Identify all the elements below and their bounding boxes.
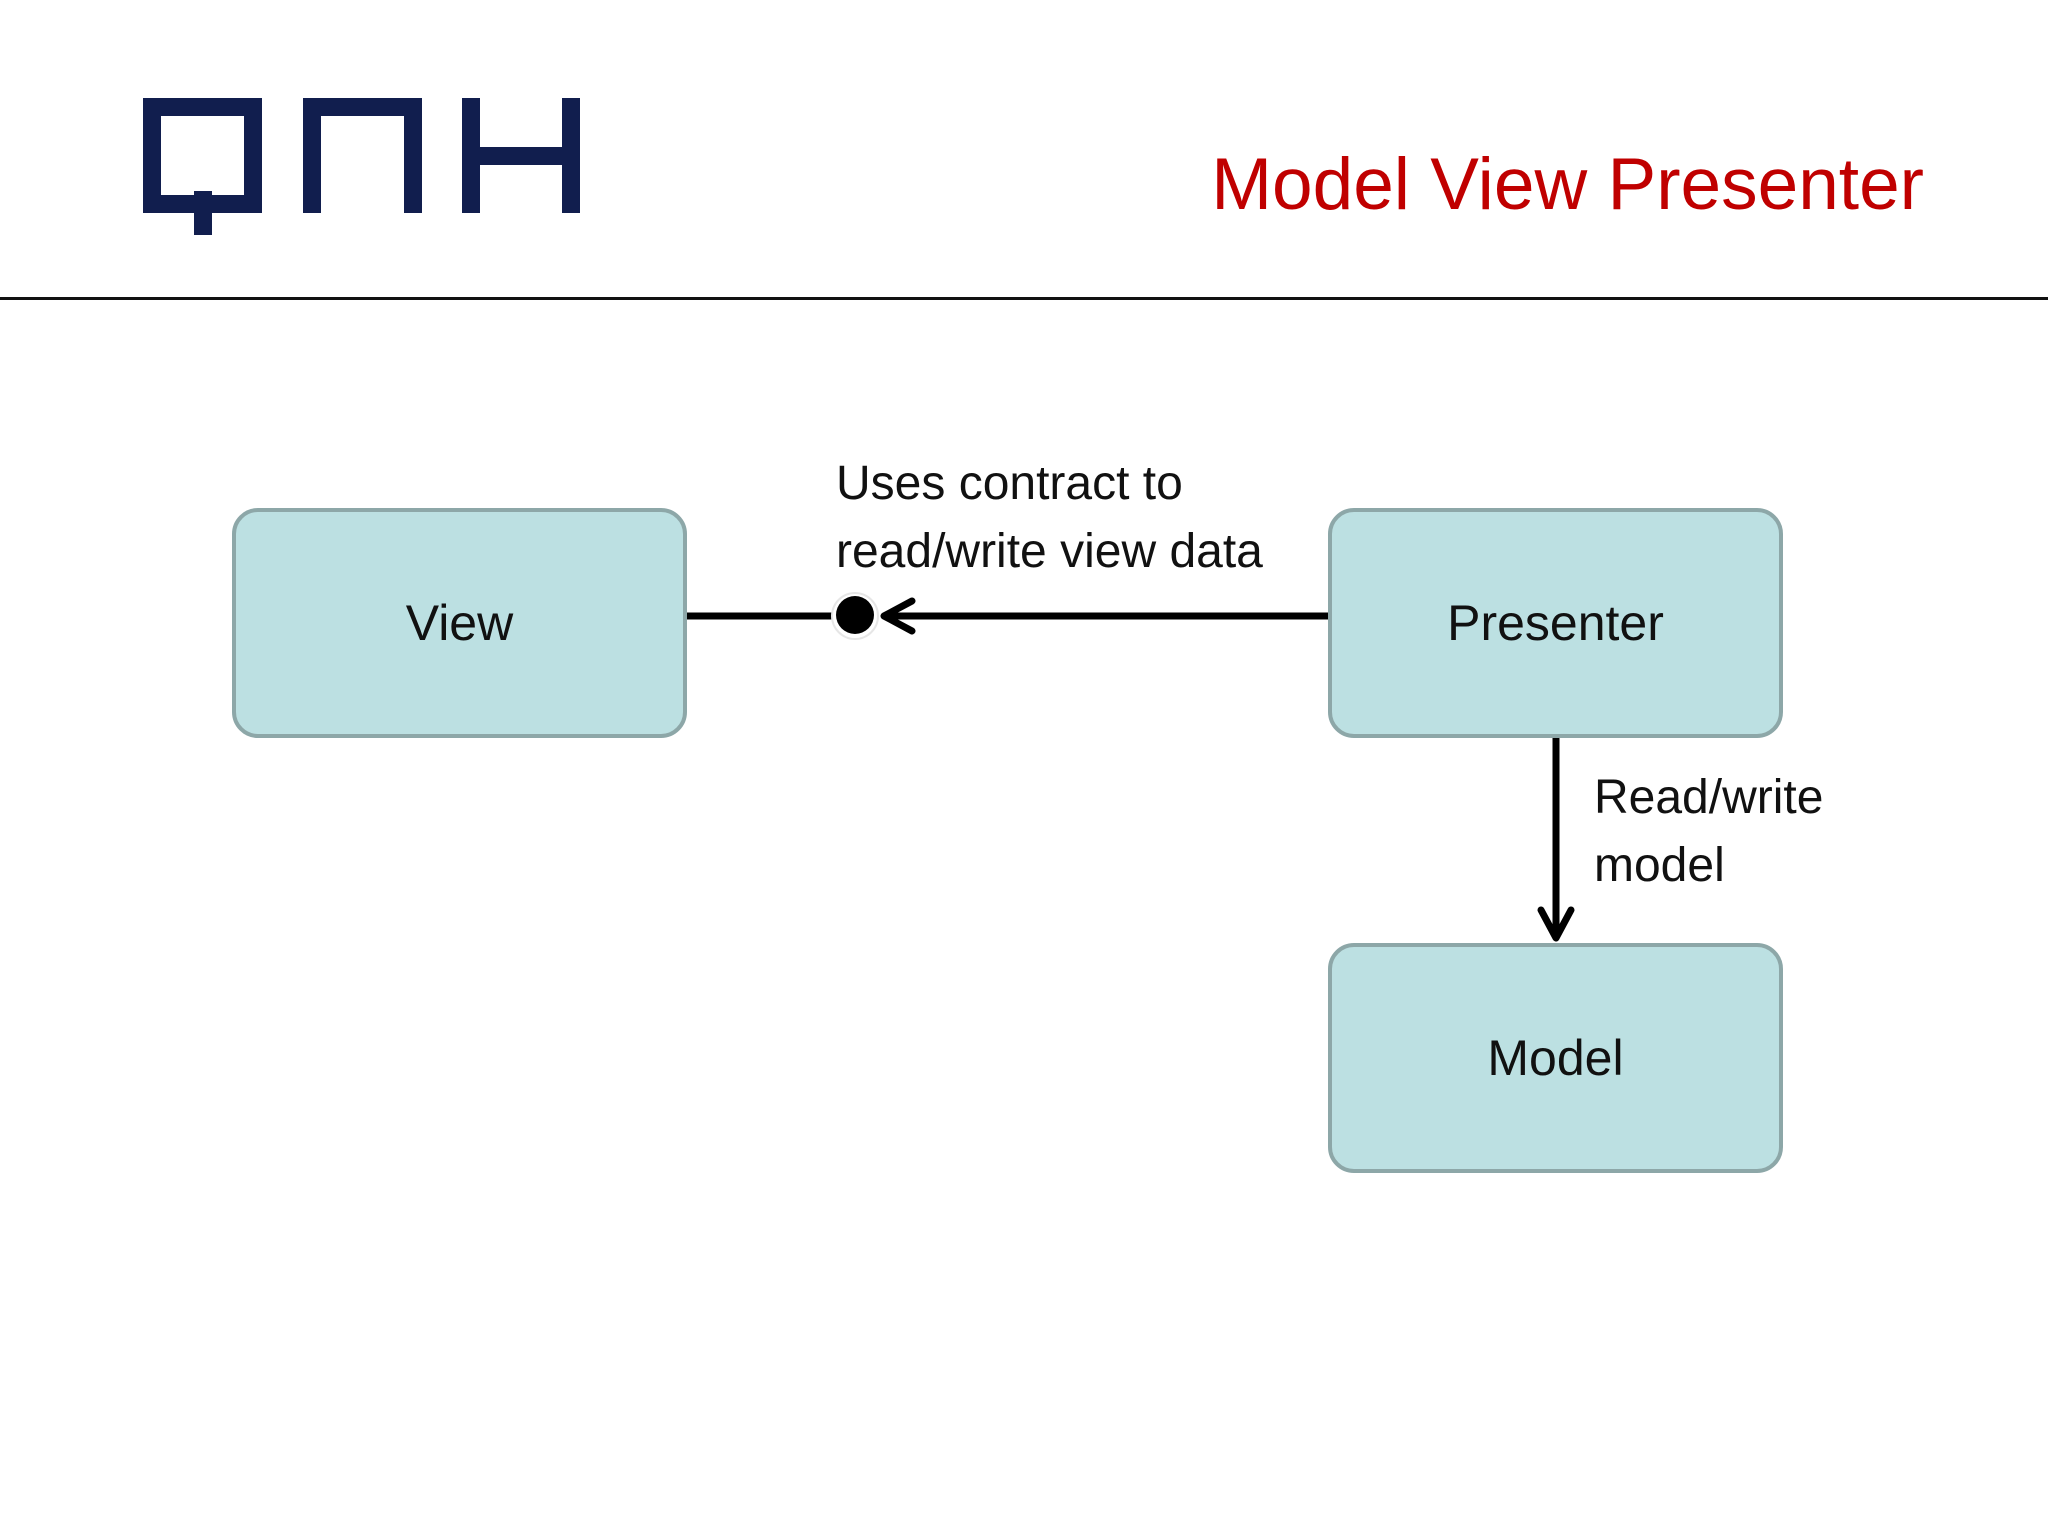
model-node-label: Model [1487,1030,1624,1086]
view-node-label: View [405,595,514,651]
presenter-to-model-arrowhead [1537,906,1575,942]
header-divider [0,297,2048,300]
model-edge-label-line2: model [1594,839,1725,892]
model-edge-label: Read/write model [1594,764,1823,900]
qnh-logo-graphic [143,98,580,235]
slide-title: Model View Presenter [1211,144,1924,225]
contract-edge-label-line2: read/write view data [836,525,1263,578]
contract-edge-label: Uses contract to read/write view data [836,450,1263,586]
interface-dot [836,596,874,634]
qnh-logo [140,95,590,240]
presenter-node: Presenter [1328,508,1783,738]
contract-edge-label-line1: Uses contract to [836,457,1183,510]
model-edge-label-line1: Read/write [1594,771,1824,824]
model-node: Model [1328,943,1783,1173]
view-node: View [232,508,687,738]
presenter-to-view-arrowhead [880,597,916,635]
interface-dot-outline [831,592,879,640]
presenter-node-label: Presenter [1447,595,1664,651]
